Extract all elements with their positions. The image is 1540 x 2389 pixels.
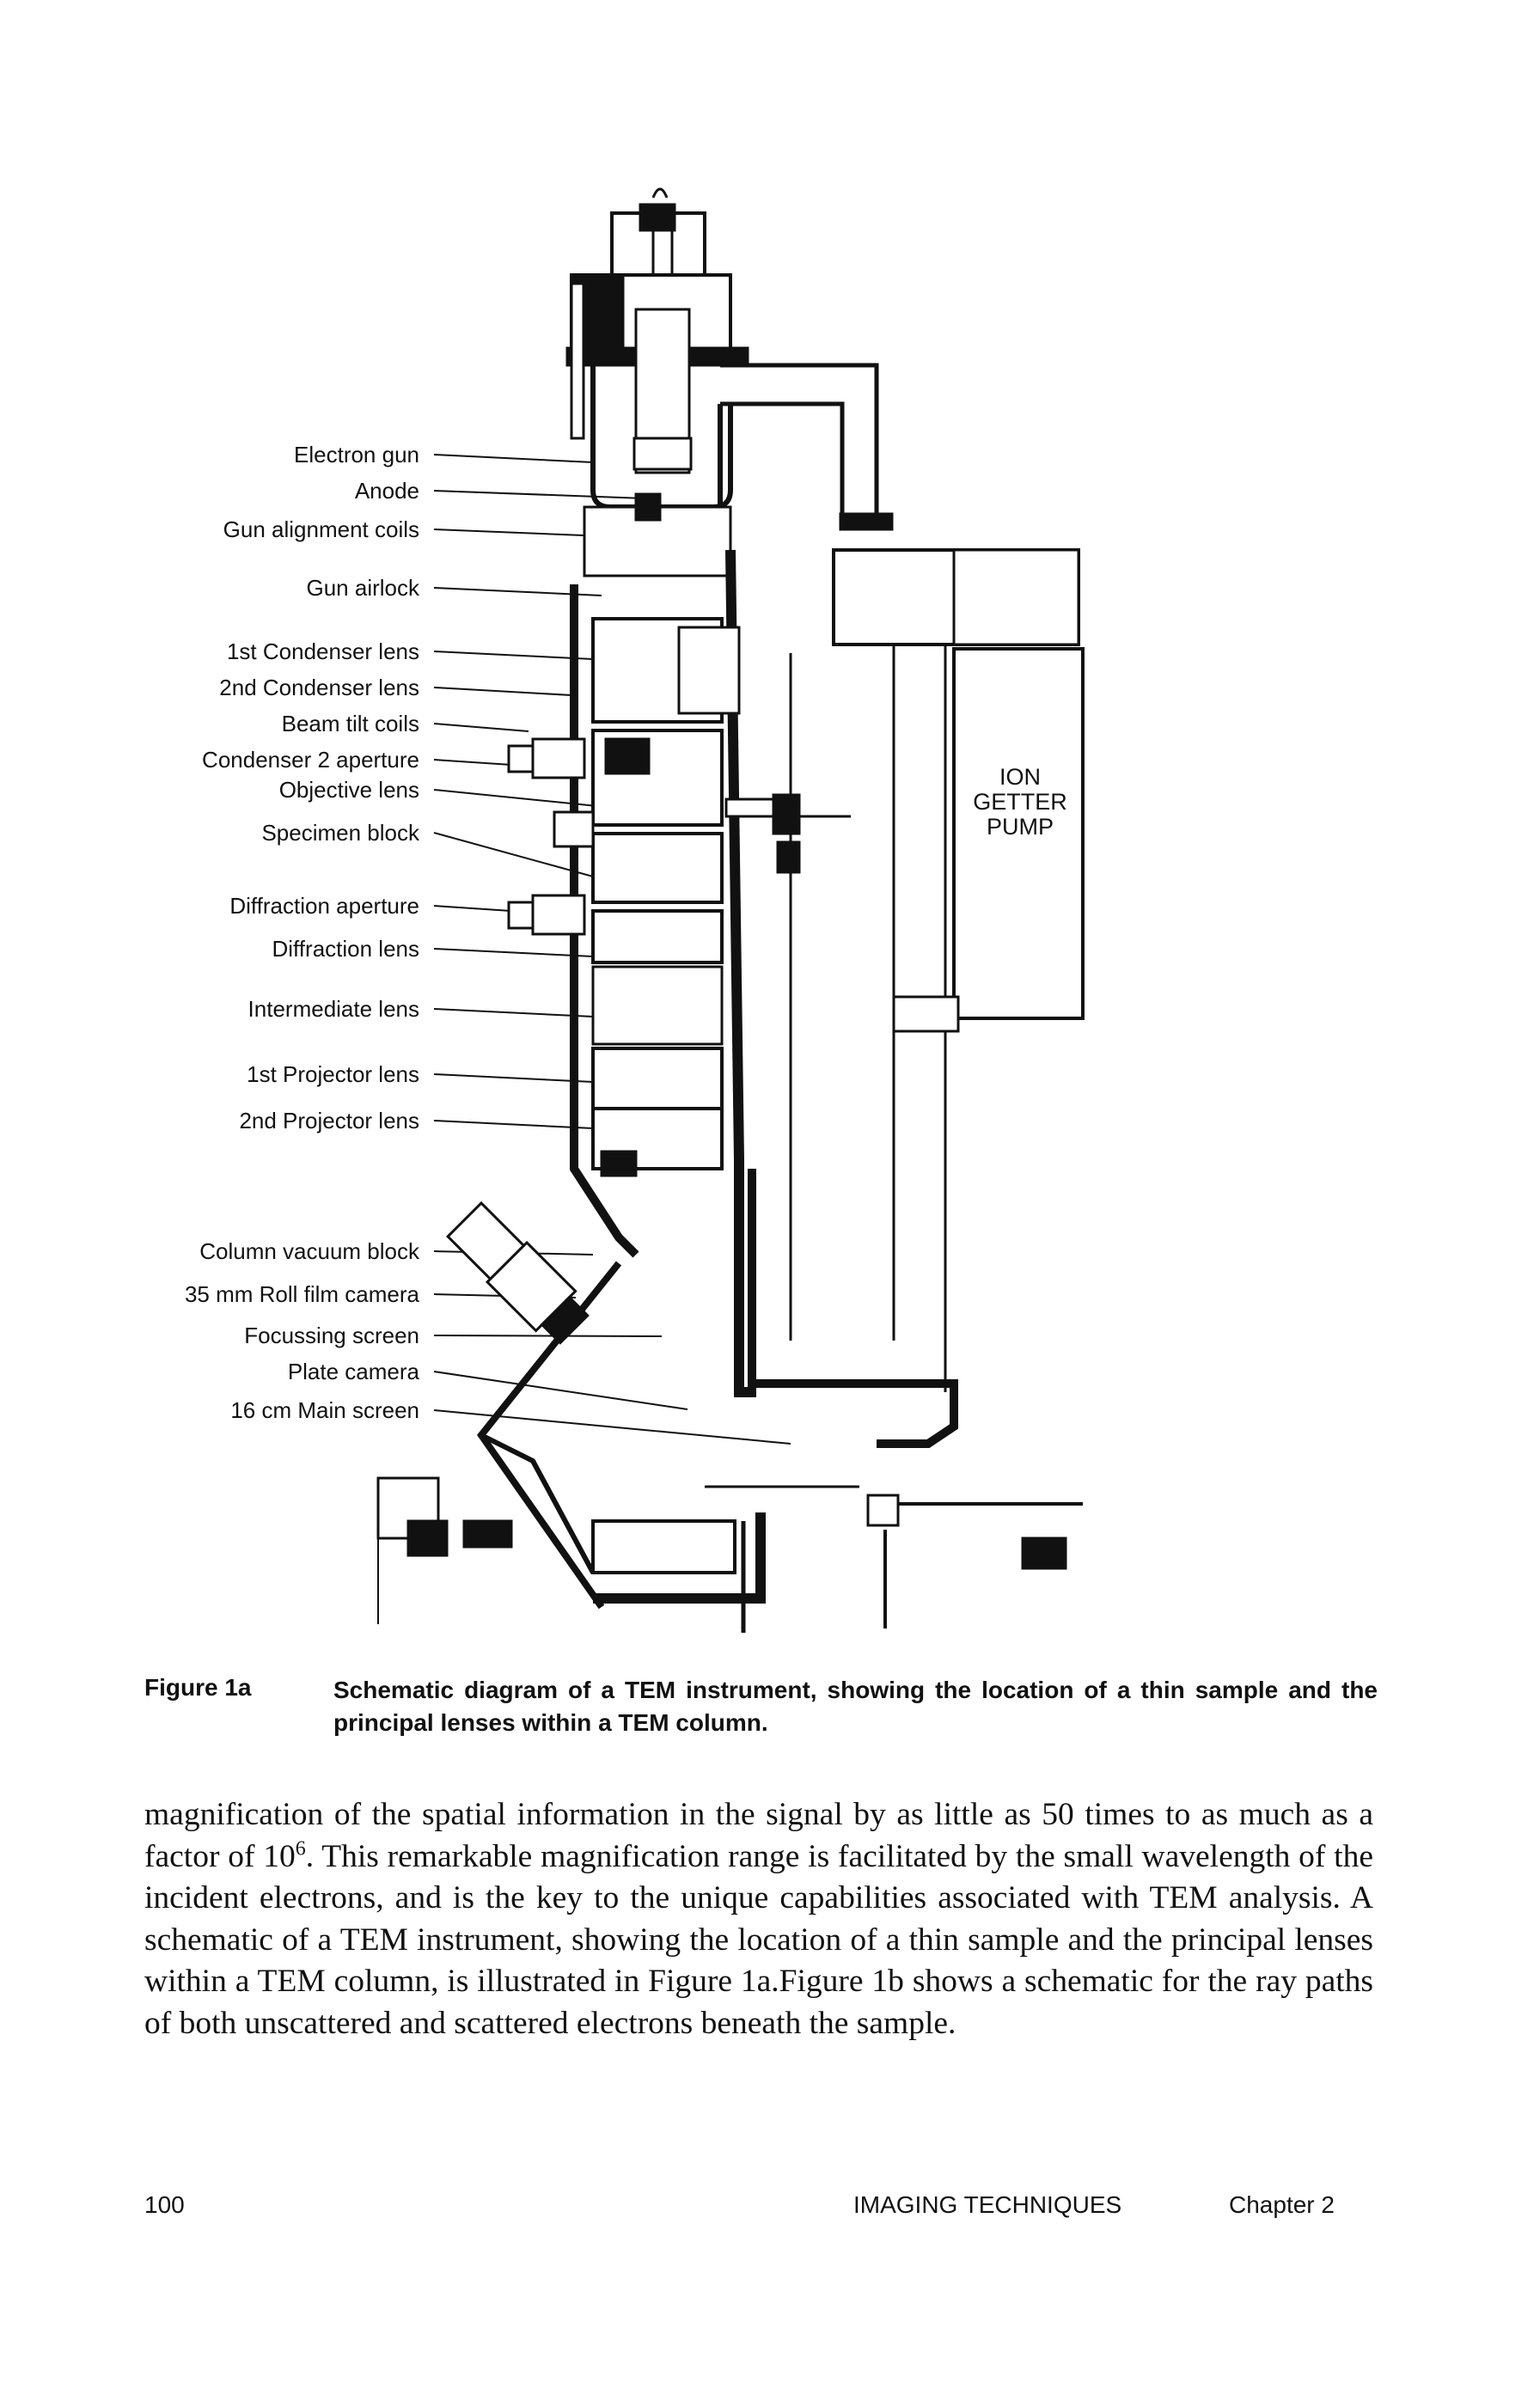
- svg-text:PUMP: PUMP: [987, 814, 1054, 840]
- label-first-condenser-lens: 1st Condenser lens: [227, 638, 419, 664]
- leader-line-first-condenser-lens: [433, 651, 594, 660]
- leader-line-electron-gun: [433, 454, 594, 463]
- leader-line-first-projector-lens: [433, 1073, 594, 1083]
- label-gun-alignment-coils: Gun alignment coils: [223, 516, 419, 542]
- label-second-condenser-lens: 2nd Condenser lens: [219, 675, 419, 700]
- label-focussing-screen: Focussing screen: [244, 1323, 419, 1348]
- body-text-part1: magnification of the spatial information…: [144, 1797, 1373, 1874]
- label-condenser-2-aperture: Condenser 2 aperture: [202, 747, 419, 773]
- label-diffraction-lens: Diffraction lens: [272, 936, 420, 962]
- body-exponent: 6: [295, 1837, 306, 1860]
- label-plate-camera: Plate camera: [288, 1359, 420, 1384]
- label-first-projector-lens: 1st Projector lens: [247, 1061, 419, 1087]
- leader-line-diffraction-lens: [433, 948, 594, 957]
- label-main-screen: 16 cm Main screen: [230, 1397, 419, 1423]
- svg-text:ION: ION: [999, 764, 1041, 790]
- svg-text:GETTER: GETTER: [973, 789, 1067, 815]
- leader-line-anode: [433, 490, 645, 499]
- label-gun-airlock: Gun airlock: [307, 575, 420, 601]
- label-anode: Anode: [355, 478, 419, 504]
- figure-caption: Schematic diagram of a TEM instrument, s…: [333, 1677, 1378, 1736]
- leader-line-beam-tilt-coils: [433, 723, 529, 732]
- leader-line-second-projector-lens: [433, 1120, 594, 1129]
- label-beam-tilt-coils: Beam tilt coils: [282, 711, 419, 736]
- label-specimen-block: Specimen block: [261, 820, 420, 846]
- leader-line-objective-lens: [433, 789, 615, 809]
- leader-line-focussing-screen: [433, 1335, 663, 1337]
- label-diffraction-aperture: Diffraction aperture: [229, 893, 419, 919]
- label-intermediate-lens: Intermediate lens: [248, 996, 419, 1022]
- leader-line-intermediate-lens: [433, 1008, 594, 1017]
- label-second-projector-lens: 2nd Projector lens: [239, 1108, 419, 1133]
- figure-number: Figure 1a: [144, 1674, 252, 1701]
- body-text-part2: . This remarkable magnification range is…: [144, 1838, 1373, 2041]
- running-head-chapter: Chapter 2: [1229, 2191, 1335, 2218]
- page-number: 100: [144, 2191, 185, 2218]
- leader-line-specimen-block: [433, 832, 594, 877]
- running-head-section: IMAGING TECHNIQUES: [853, 2191, 1122, 2218]
- label-objective-lens: Objective lens: [279, 777, 419, 803]
- leader-line-plate-camera: [433, 1371, 688, 1410]
- label-roll-film-camera: 35 mm Roll film camera: [185, 1281, 420, 1307]
- label-electron-gun: Electron gun: [294, 442, 419, 467]
- label-column-vacuum-block: Column vacuum block: [199, 1238, 420, 1264]
- tem-column-drawing: [376, 187, 1085, 1633]
- leader-line-second-condenser-lens: [433, 687, 572, 696]
- ion-getter-pump-label: ION GETTER PUMP: [973, 764, 1067, 840]
- body-paragraph: magnification of the spatial information…: [144, 1794, 1373, 2044]
- leader-lines: [433, 454, 791, 1445]
